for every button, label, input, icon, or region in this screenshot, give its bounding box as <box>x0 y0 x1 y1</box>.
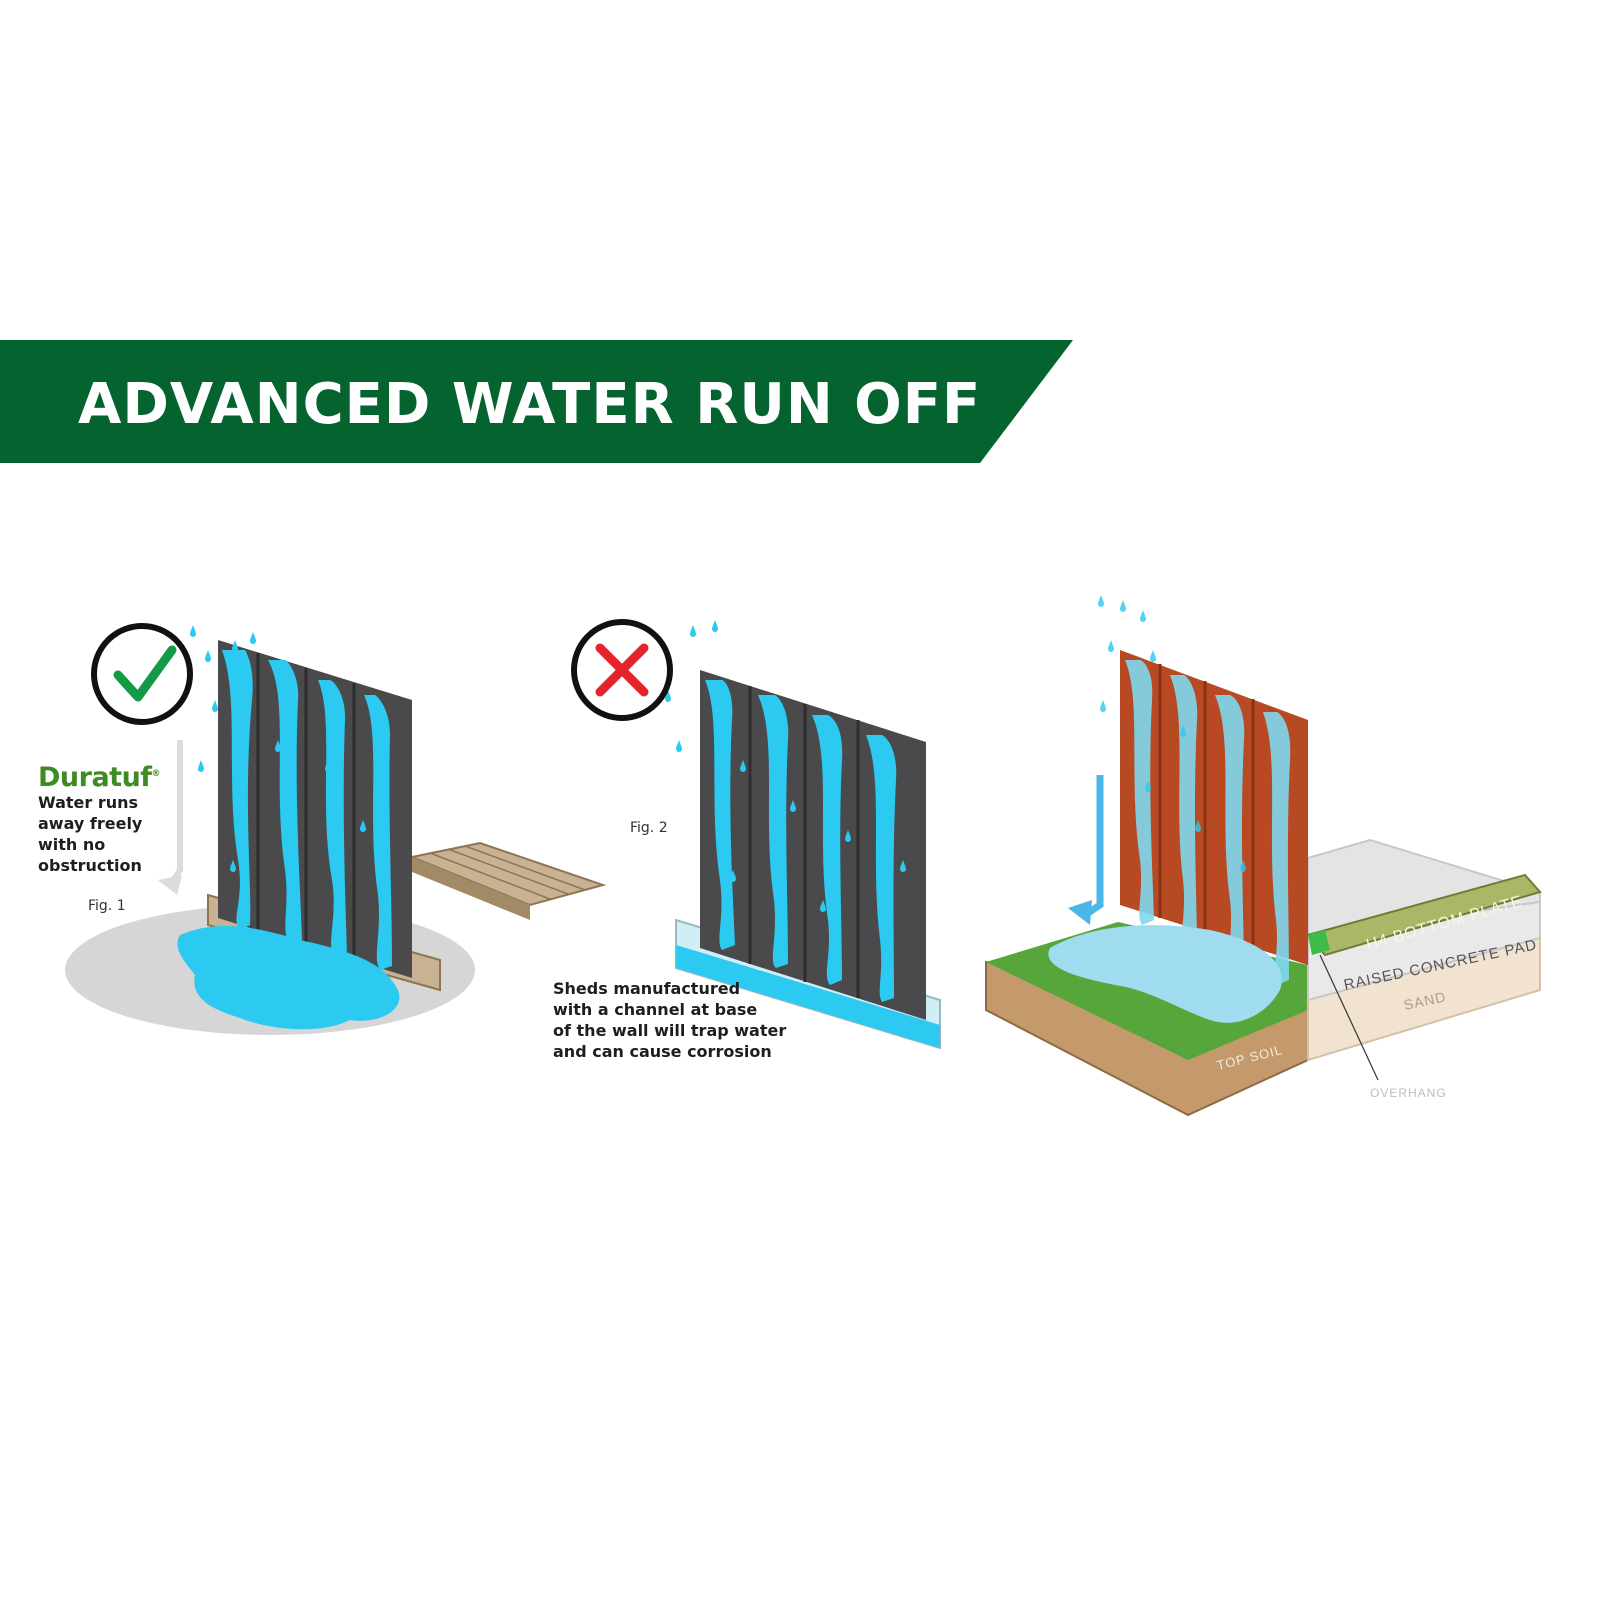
brand-mark: ® <box>151 769 161 779</box>
brand-name: Duratuf <box>38 762 152 793</box>
figure-label-2: Fig. 2 <box>630 820 668 836</box>
overhang-pointer <box>1319 954 1379 1081</box>
page-title: ADVANCED WATER RUN OFF <box>78 372 982 437</box>
caption-bad: Sheds manufactured with a channel at bas… <box>553 978 786 1062</box>
caption-bad-line: Sheds manufactured <box>553 979 741 998</box>
brand-logo: Duratuf® <box>38 762 161 793</box>
caption-bad-line: of the wall will trap water <box>553 1021 787 1040</box>
water-streams-bad <box>705 680 897 1002</box>
check-icon <box>91 623 193 725</box>
runoff-arrow-blue <box>1083 775 1104 918</box>
caption-bad-line: with a channel at base <box>553 1000 758 1019</box>
water-puddle <box>177 925 400 1030</box>
trapped-water <box>676 945 940 1048</box>
caption-good-line: away freely <box>38 814 143 833</box>
caption-bad-line: and can cause corrosion <box>553 1042 772 1061</box>
label-overhang: OVERHANG <box>1370 1086 1447 1100</box>
panel-section-illustration <box>985 595 1542 1117</box>
corrugated-wall-channel <box>700 670 926 1020</box>
caption-good-line: obstruction <box>38 856 142 875</box>
caption-good: Water runs away freely with no obstructi… <box>38 792 142 876</box>
runoff-arrow <box>167 740 183 887</box>
cross-icon <box>571 619 673 721</box>
corrugated-wall-dark <box>218 640 412 978</box>
corrugated-wall-red <box>1120 650 1308 965</box>
water-streams <box>222 650 392 970</box>
water-puddle-section <box>1048 925 1282 1023</box>
caption-good-line: Water runs <box>38 793 139 812</box>
water-streams-section <box>1125 660 1291 985</box>
panel-good-illustration <box>65 625 607 1035</box>
caption-good-line: with no <box>38 835 106 854</box>
panel-bad-illustration <box>665 620 941 1050</box>
timber-deck-side <box>412 857 530 920</box>
figure-label-1: Fig. 1 <box>88 898 126 914</box>
title-banner <box>0 340 1073 463</box>
